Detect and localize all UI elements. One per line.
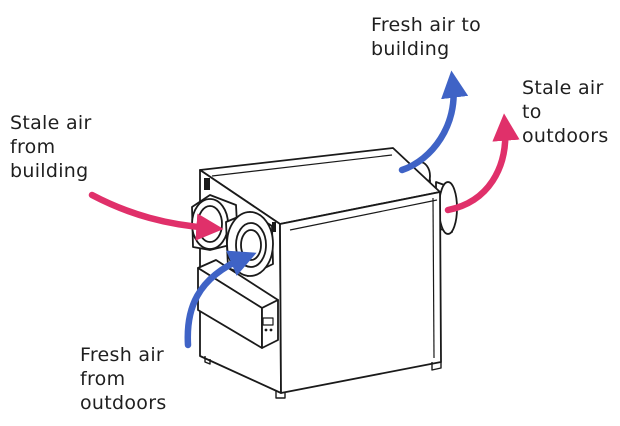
label-line: building	[371, 38, 450, 60]
label-line: from	[10, 136, 56, 158]
label-line: Fresh air to	[371, 14, 482, 36]
fresh-air-from-outdoors-arrow	[184, 250, 257, 349]
label-line: outdoors	[80, 392, 167, 414]
label-fresh-air-from-outdoors: Fresh air from outdoors	[80, 343, 167, 415]
label-fresh-air-to-building: Fresh air to building	[371, 13, 481, 61]
label-line: outdoors	[522, 125, 609, 147]
cabinet-side	[279, 191, 442, 394]
label-line: from	[80, 368, 126, 390]
label-stale-air-from-building: Stale air from building	[10, 111, 92, 183]
label-line: Stale air	[522, 77, 604, 99]
fresh-air-to-building-arrow	[398, 70, 469, 174]
label-line: to	[522, 101, 542, 123]
stale-air-to-outdoors-arrow	[444, 113, 520, 214]
label-line: Fresh air	[80, 344, 165, 366]
stale-air-from-building-arrow	[88, 191, 224, 241]
label-stale-air-to-outdoors: Stale air to outdoors	[522, 76, 609, 148]
label-line: Stale air	[10, 112, 92, 134]
label-line: building	[10, 160, 89, 182]
